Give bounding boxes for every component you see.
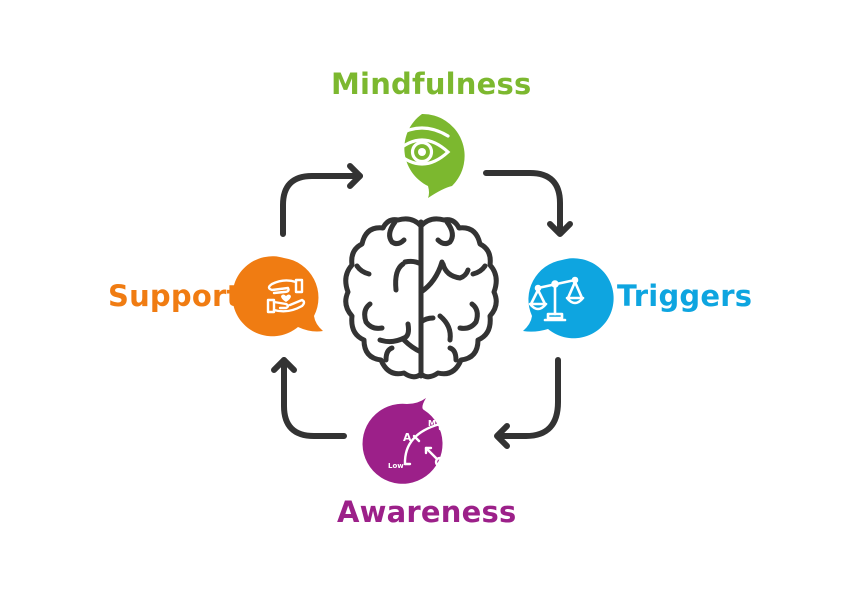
arrow-support-to-mindfulness	[280, 163, 363, 237]
arrow-triggers-to-awareness	[494, 357, 561, 449]
awareness-label: Awareness	[337, 495, 517, 529]
caring-hands-icon	[266, 278, 306, 314]
support-label: Support	[108, 279, 241, 313]
triggers-label: Triggers	[617, 279, 753, 313]
triggers-bubble[interactable]	[523, 258, 614, 339]
awareness-bubble[interactable]: Max Low A	[362, 398, 448, 484]
eye-icon	[393, 126, 451, 166]
arrow-mindfulness-to-triggers	[483, 170, 573, 237]
scales-icon	[528, 276, 585, 322]
mindfulness-label: Mindfulness	[331, 67, 532, 101]
mindfulness-bubble[interactable]	[393, 113, 465, 198]
gauge-marker-text: A	[403, 431, 412, 444]
arrow-awareness-to-support	[271, 357, 347, 439]
gauge-icon	[403, 422, 446, 468]
support-bubble[interactable]	[232, 256, 323, 337]
brain-icon	[343, 216, 499, 380]
gauge-low-text: Low	[388, 462, 404, 470]
gauge-max-text: Max	[428, 419, 447, 428]
